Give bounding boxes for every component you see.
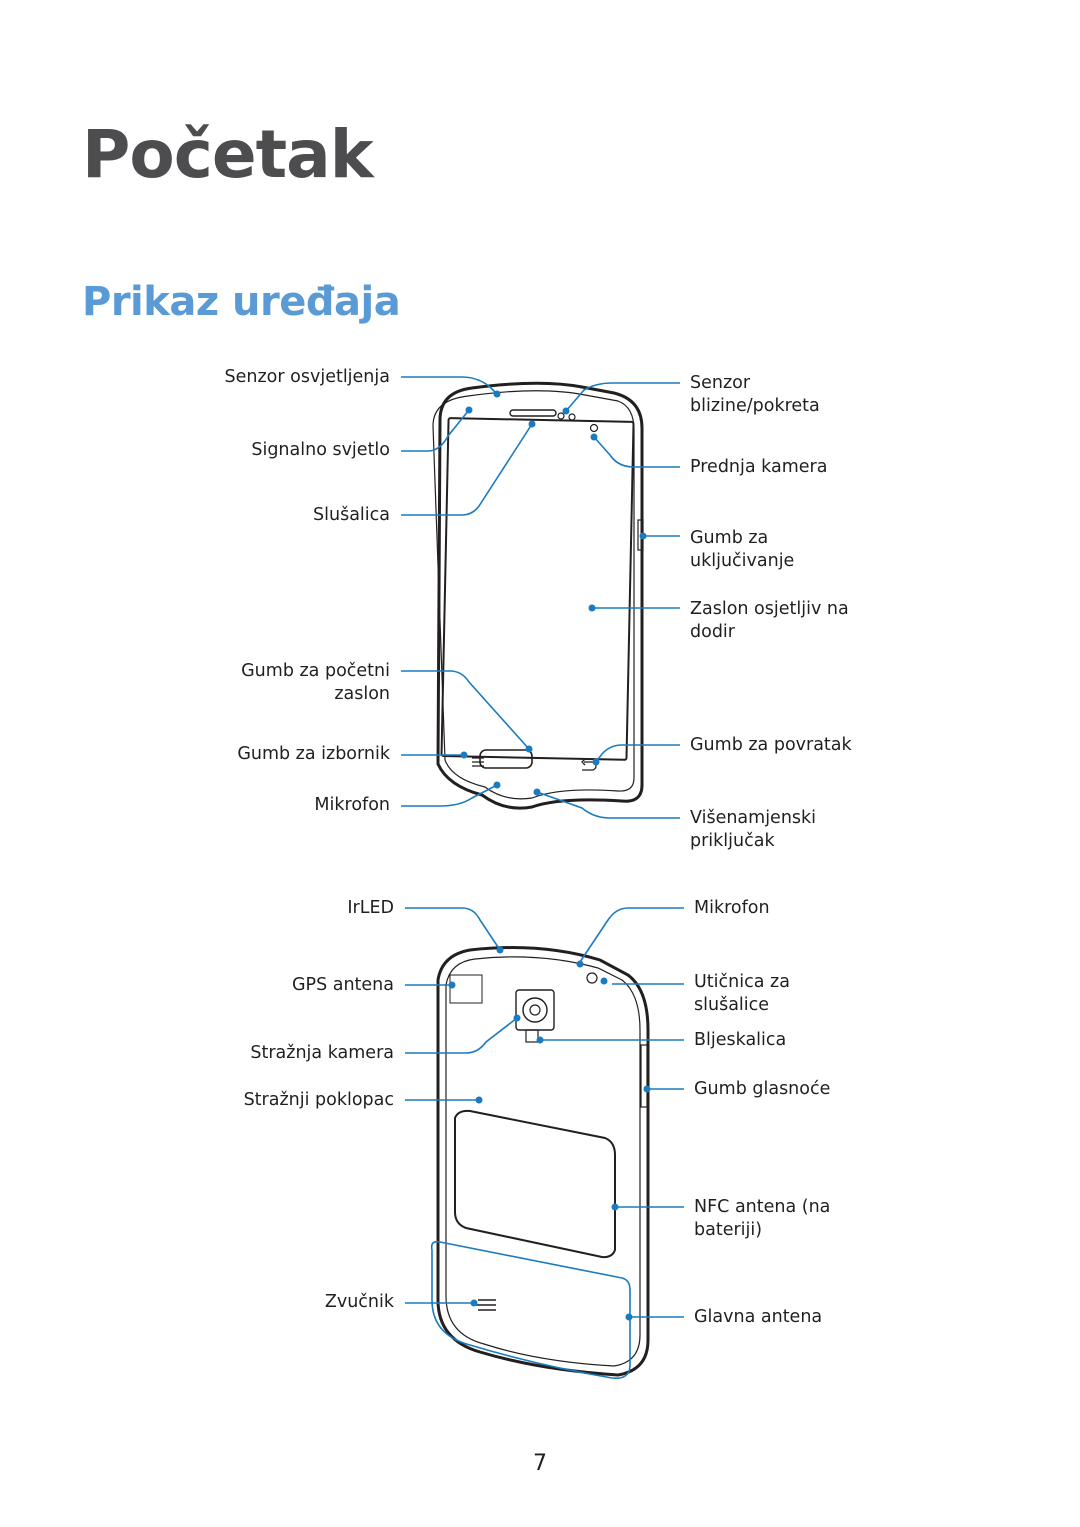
flash-shape (525, 1029, 539, 1043)
label-back-microphone: Mikrofon (694, 898, 770, 918)
headset-jack-shape (586, 972, 598, 984)
rear-camera-housing (515, 989, 555, 1031)
speaker-grille (476, 1299, 496, 1311)
label-front-camera: Prednja kamera (690, 457, 828, 477)
menu-button-icon (472, 757, 484, 767)
back-button-icon (581, 758, 597, 771)
label-main-antenna: Glavna antena (694, 1307, 823, 1327)
label-front-microphone: Mikrofon (314, 795, 390, 815)
page-number: 7 (533, 1451, 547, 1476)
label-notification-light: Signalno svjetlo (251, 440, 390, 460)
gps-antenna-patch (449, 974, 483, 1004)
nfc-antenna-area (454, 1109, 616, 1259)
label-speaker: Zvučnik (324, 1292, 394, 1312)
chapter-title: Početak (82, 116, 374, 193)
home-button-shape (479, 749, 533, 769)
label-back-cover: Stražnji poklopac (243, 1090, 394, 1110)
phone-back (430, 946, 650, 1380)
front-camera-lens (589, 423, 599, 433)
label-light-sensor: Senzor osvjetljenja (224, 367, 390, 387)
back-callouts (405, 907, 684, 1321)
front-callouts (401, 376, 680, 819)
main-antenna-outline (430, 1240, 631, 1380)
label-back-button: Gumb za povratak (690, 735, 852, 755)
label-menu-button: Gumb za izbornik (237, 744, 390, 764)
label-volume-button: Gumb glasnoće (694, 1079, 831, 1099)
volume-key (640, 1044, 648, 1108)
label-rear-camera: Stražnja kamera (250, 1043, 394, 1063)
phone-front (432, 381, 644, 810)
section-title: Prikaz uređaja (82, 279, 401, 325)
earpiece-grille (509, 409, 557, 417)
label-gps-antenna: GPS antena (291, 975, 394, 995)
label-earpiece: Slušalica (313, 505, 390, 525)
label-irled: IrLED (347, 898, 394, 918)
rear-camera-lens (522, 997, 548, 1023)
label-flash: Bljeskalica (694, 1030, 787, 1050)
